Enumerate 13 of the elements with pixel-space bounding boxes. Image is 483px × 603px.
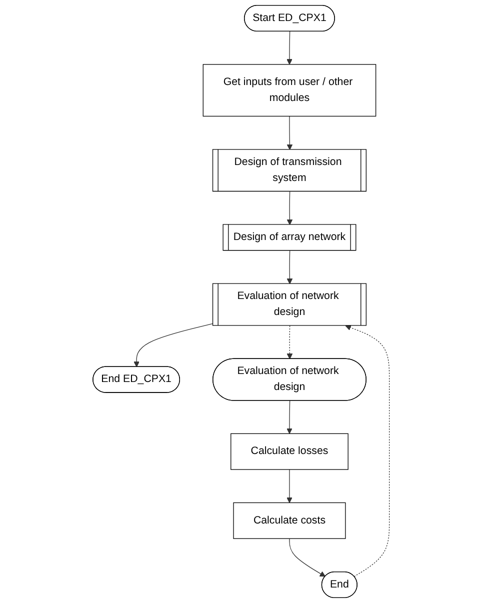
arrow — [286, 31, 293, 65]
arrow — [286, 469, 293, 503]
arrow — [287, 116, 293, 150]
node-box: Calculate losses — [230, 433, 349, 470]
arrow — [346, 324, 390, 577]
arrow — [287, 250, 293, 284]
node-box: Get inputs from user / other modules — [203, 64, 376, 117]
arrow — [290, 538, 326, 577]
node-box: Calculate costs — [234, 502, 346, 539]
arrow — [287, 191, 293, 226]
arrow — [134, 323, 214, 368]
arrow — [286, 400, 293, 434]
arrow — [287, 325, 293, 360]
